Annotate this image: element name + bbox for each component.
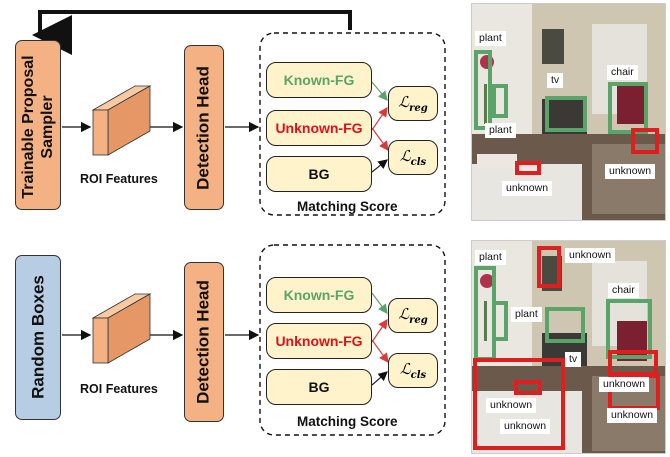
detection-label-chair: chair [608, 283, 639, 298]
loss-cls-symbol: ℒcls [399, 360, 427, 381]
matching-score-label-top: Matching Score [297, 199, 398, 214]
loss-reg-top: ℒreg [388, 86, 438, 121]
sampler-box-top [15, 40, 61, 210]
known-fg-label: Known-FG [283, 287, 355, 303]
loss-cls-top: ℒcls [388, 140, 438, 175]
sampler-box-bottom [15, 255, 61, 420]
detection-box-plant-2 [492, 301, 508, 341]
detection-label-unknown-mid: unknown [599, 377, 650, 392]
detection-label-plant-bottom: plant [485, 123, 516, 138]
detection-label-tv: tv [565, 352, 582, 367]
matching-container-top [259, 32, 446, 216]
detection-label-chair: chair [607, 65, 638, 80]
roi-feature-cuboid-top [91, 85, 152, 156]
loss-cls-bottom: ℒcls [388, 353, 438, 388]
loss-reg-symbol: ℒreg [398, 93, 428, 114]
detection-box-tv [545, 307, 585, 343]
detection-label-unknown-bottom: unknown [500, 419, 551, 434]
bg-label: BG [308, 379, 330, 395]
detection-label-unknown-top: unknown [565, 248, 616, 263]
detection-box-unknown-1 [515, 161, 541, 175]
detection-label-plant: plant [475, 250, 506, 265]
matching-score-label-bottom: Matching Score [297, 414, 398, 429]
loss-reg-symbol: ℒreg [398, 305, 428, 326]
detection-head-box-bottom [184, 262, 224, 422]
detection-box-chair [606, 299, 652, 359]
roi-label-top: ROI Features [80, 172, 158, 186]
scene-photo-top: plant plant tv chair unknown unknown [471, 3, 666, 221]
bg-box-top: BG [266, 156, 372, 192]
sampler-label-bottom: Random Boxes [28, 275, 48, 399]
detection-label-plant-2: plant [511, 307, 542, 322]
detection-label-unknown-right: unknown [607, 408, 658, 423]
known-fg-label: Known-FG [283, 72, 355, 88]
detection-label-unknown-2: unknown [605, 164, 656, 179]
detection-label-plant-top: plant [475, 31, 506, 46]
roi-feature-cuboid-bottom [91, 293, 152, 364]
detection-box-unknown-small [514, 380, 542, 395]
detection-box-unknown-top [537, 246, 561, 288]
detection-box-unknown-mid [608, 350, 658, 376]
detection-label-unknown-1: unknown [502, 181, 553, 196]
detection-label-tv: tv [547, 73, 564, 88]
detection-head-box-top [184, 45, 224, 210]
detection-label-unknown-left: unknown [486, 398, 537, 413]
known-fg-box-top: Known-FG [266, 62, 372, 98]
detection-box-unknown-2 [631, 128, 659, 154]
known-fg-box-bottom: Known-FG [266, 277, 372, 313]
sampler-label-top: Trainable Proposal Sampler [20, 55, 56, 199]
bg-box-bottom: BG [266, 369, 372, 405]
loss-reg-bottom: ℒreg [388, 298, 438, 333]
detection-box-tv [545, 96, 587, 132]
loss-cls-symbol: ℒcls [399, 147, 427, 168]
detection-box-plant-top [474, 50, 492, 130]
detection-box-unknown-left [473, 358, 565, 450]
matching-container-bottom [259, 244, 446, 436]
unknown-fg-box-top: Unknown-FG [266, 110, 372, 146]
roi-label-bottom: ROI Features [80, 382, 158, 396]
bg-label: BG [308, 166, 330, 182]
unknown-fg-box-bottom: Unknown-FG [266, 323, 372, 359]
unknown-fg-label: Unknown-FG [275, 120, 363, 136]
detection-head-label-top: Detection Head [193, 66, 213, 190]
detection-box-plant-lower [492, 84, 508, 118]
scene-photo-bottom: unknown plant plant tv chair unknown unk… [471, 240, 666, 454]
detection-box-chair [608, 82, 648, 134]
unknown-fg-label: Unknown-FG [275, 333, 363, 349]
feedback-arrow [32, 10, 352, 55]
detection-head-label-bottom: Detection Head [193, 280, 213, 404]
